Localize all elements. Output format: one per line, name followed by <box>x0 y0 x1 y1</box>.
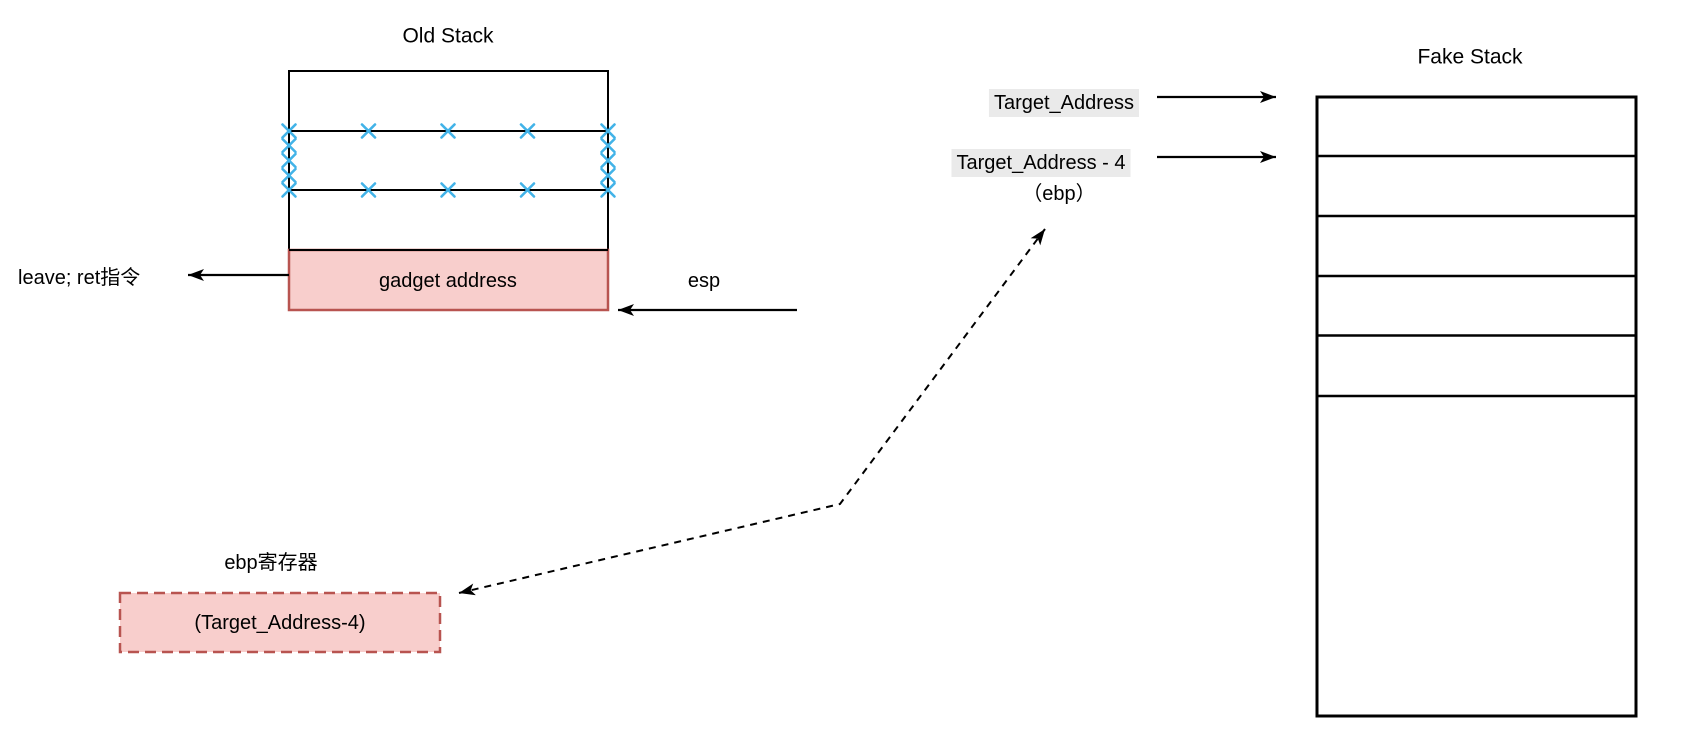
target-address-minus-4-label: Target_Address - 4 <box>951 149 1131 177</box>
ebp-hint-label: （ebp） <box>1022 183 1096 205</box>
target-address-label: Target_Address <box>988 89 1140 117</box>
leave-ret-label: leave; ret指令 <box>18 267 141 289</box>
esp-label: esp <box>687 270 721 292</box>
gadget-address-label: gadget address <box>379 270 517 292</box>
ebp-pointer-dashed-arrow <box>458 228 1046 596</box>
old-stack-title: Old Stack <box>402 24 494 48</box>
ebp-register-title: ebp寄存器 <box>224 552 318 574</box>
fake-stack-box <box>1315 95 1638 718</box>
fake-stack-title: Fake Stack <box>1417 45 1523 69</box>
ebp-register-box <box>118 591 442 654</box>
ebp-register-value: (Target_Address-4) <box>194 612 366 634</box>
